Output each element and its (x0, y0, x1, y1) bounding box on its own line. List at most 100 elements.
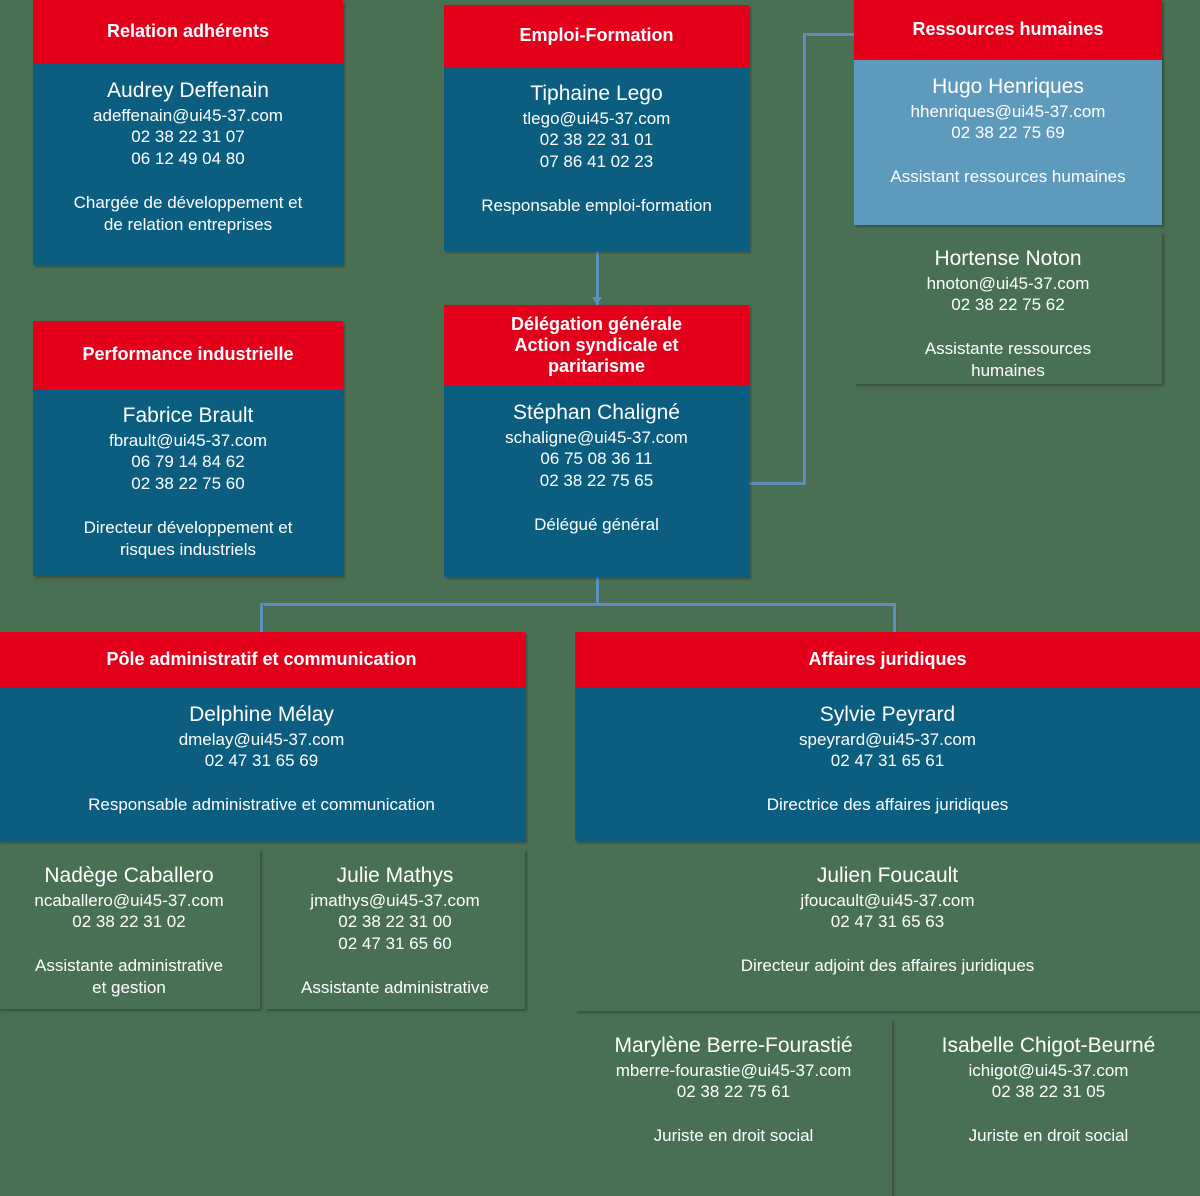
person-phone-1: 02 38 22 31 05 (991, 1082, 1106, 1102)
header-title-line-1: Délégation générale (510, 313, 683, 334)
card-delegation-generale[interactable]: Délégation générale Action syndicale et … (444, 305, 749, 577)
person-name: Julie Mathys (336, 864, 454, 887)
connector-arrow-delegation (592, 297, 602, 305)
person-phone-1: 02 47 31 65 61 (830, 751, 945, 771)
card-header-relation-adherents: Relation adhérents (33, 0, 343, 64)
card-nadege-caballero[interactable]: Nadège Caballero ncaballero@ui45-37.com … (0, 849, 260, 1009)
person-phone-1: 02 47 31 65 63 (830, 912, 945, 932)
person-role-line-1: Assistante administrative (300, 977, 490, 997)
person-role-line-1: Assistante administrative (34, 956, 224, 976)
person-role-line-1: Responsable administrative et communicat… (88, 795, 435, 815)
person-name: Stéphan Chaligné (513, 401, 680, 424)
person-phone-1: 02 38 22 75 69 (951, 123, 1065, 143)
connector-bottom-right-drop (893, 603, 896, 633)
person-role-line-1: Délégué général (534, 514, 659, 534)
card-marylene-berre-fourastie[interactable]: Marylène Berre-Fourastié mberre-fourasti… (575, 1019, 892, 1196)
person-phone-1: 02 47 31 65 69 (204, 751, 319, 771)
person-phone-2: 02 47 31 65 60 (338, 934, 452, 954)
card-pole-administratif[interactable]: Pôle administratif et communication Delp… (0, 632, 525, 841)
person-name: Nadège Caballero (44, 864, 214, 887)
header-title: Affaires juridiques (808, 649, 967, 670)
person-phone-1: 06 75 08 36 11 (540, 449, 653, 469)
person-role-line-1: Directeur développement et (83, 517, 293, 537)
person-phone-1: 02 38 22 31 02 (72, 912, 186, 932)
card-header-affaires-juridiques: Affaires juridiques (575, 632, 1200, 688)
person-email: ncaballero@ui45-37.com (34, 890, 224, 910)
connector-bottom-bus (260, 603, 896, 606)
card-affaires-juridiques[interactable]: Affaires juridiques Sylvie Peyrard speyr… (575, 632, 1200, 841)
person-email: speyrard@ui45-37.com (799, 729, 976, 749)
person-phone-1: 06 79 14 84 62 (131, 452, 245, 472)
person-name: Tiphaine Lego (530, 82, 663, 105)
header-title-line-2: Action syndicale et (514, 334, 679, 355)
person-role-line-1: Assistant ressources humaines (890, 167, 1126, 187)
person-role-line-1: Juriste en droit social (968, 1126, 1129, 1146)
card-body-delegation-generale: Stéphan Chaligné schaligne@ui45-37.com 0… (444, 386, 749, 577)
connector-rh-top-horizontal (803, 33, 859, 36)
person-role-line-1: Chargée de développement et (73, 192, 303, 212)
person-name: Marylène Berre-Fourastié (614, 1034, 853, 1057)
card-julien-foucault[interactable]: Julien Foucault jfoucault@ui45-37.com 02… (575, 849, 1200, 1011)
person-phone-2: 02 38 22 75 65 (539, 471, 654, 491)
connector-bottom-left-drop (260, 603, 263, 633)
person-phone-2: 07 86 41 02 23 (539, 152, 654, 172)
person-role-line-1: Juriste en droit social (653, 1126, 814, 1146)
person-name: Hortense Noton (934, 247, 1082, 270)
person-role-line-1: Directeur adjoint des affaires juridique… (740, 956, 1035, 976)
person-name: Sylvie Peyrard (819, 703, 956, 726)
card-body-pole-administratif: Delphine Mélay dmelay@ui45-37.com 02 47 … (0, 688, 525, 841)
person-phone-2: 06 12 49 04 80 (131, 149, 245, 169)
person-phone-1: 02 38 22 75 62 (951, 295, 1065, 315)
person-name: Audrey Deffenain (107, 79, 269, 102)
card-ressources-humaines[interactable]: Ressources humaines Hugo Henriques hhenr… (854, 0, 1162, 225)
person-email: tlego@ui45-37.com (522, 108, 671, 128)
person-role-line-1: Responsable emploi-formation (481, 195, 712, 215)
person-name: Isabelle Chigot-Beurné (941, 1034, 1156, 1057)
person-email: hnoton@ui45-37.com (926, 273, 1090, 293)
header-title: Relation adhérents (106, 21, 270, 42)
card-header-pole-administratif: Pôle administratif et communication (0, 632, 525, 688)
person-role-line-2: humaines (971, 360, 1045, 380)
person-name: Delphine Mélay (189, 703, 334, 726)
card-julie-mathys[interactable]: Julie Mathys jmathys@ui45-37.com 02 38 2… (265, 849, 525, 1009)
header-title: Ressources humaines (912, 19, 1104, 40)
person-phone-1: 02 38 22 31 01 (539, 130, 654, 150)
header-title: Pôle administratif et communication (106, 649, 417, 670)
card-header-performance-industrielle: Performance industrielle (33, 321, 343, 389)
person-email: dmelay@ui45-37.com (178, 729, 345, 749)
card-body-performance-industrielle: Fabrice Brault fbrault@ui45-37.com 06 79… (33, 389, 343, 576)
connector-rh-bottom-horizontal (748, 482, 806, 485)
person-email: fbrault@ui45-37.com (108, 430, 268, 450)
person-email: ichigot@ui45-37.com (968, 1060, 1129, 1080)
person-email: hhenriques@ui45-37.com (910, 101, 1106, 121)
person-role-line-2: et gestion (92, 977, 166, 997)
card-header-delegation-generale: Délégation générale Action syndicale et … (444, 305, 749, 386)
header-title-line-3: paritarisme (547, 356, 646, 377)
person-role-line-1: Assistante ressources (924, 339, 1092, 359)
header-title: Performance industrielle (82, 344, 294, 365)
card-relation-adherents[interactable]: Relation adhérents Audrey Deffenain adef… (33, 0, 343, 265)
person-email: jfoucault@ui45-37.com (800, 890, 975, 910)
person-role-line-2: risques industriels (119, 539, 257, 559)
person-phone-2: 02 38 22 75 60 (131, 474, 245, 494)
card-header-emploi-formation: Emploi-Formation (444, 5, 749, 67)
person-email: mberre-fourastie@ui45-37.com (615, 1060, 852, 1080)
card-body-affaires-juridiques: Sylvie Peyrard speyrard@ui45-37.com 02 4… (575, 688, 1200, 841)
person-email: adeffenain@ui45-37.com (93, 105, 283, 125)
person-phone-1: 02 38 22 31 07 (131, 127, 245, 147)
card-body-ressources-humaines: Hugo Henriques hhenriques@ui45-37.com 02… (854, 60, 1162, 225)
card-body-emploi-formation: Tiphaine Lego tlego@ui45-37.com 02 38 22… (444, 67, 749, 251)
card-performance-industrielle[interactable]: Performance industrielle Fabrice Brault … (33, 321, 343, 576)
person-phone-1: 02 38 22 75 61 (676, 1082, 791, 1102)
card-header-ressources-humaines: Ressources humaines (854, 0, 1162, 60)
person-role-line-2: de relation entreprises (103, 214, 273, 234)
card-hortense-noton[interactable]: Hortense Noton hnoton@ui45-37.com 02 38 … (854, 232, 1162, 384)
person-phone-1: 02 38 22 31 00 (338, 912, 452, 932)
person-name: Fabrice Brault (122, 404, 254, 427)
header-title: Emploi-Formation (519, 25, 674, 46)
connector-emploi-to-delegation (596, 250, 599, 306)
card-isabelle-chigot-beurne[interactable]: Isabelle Chigot-Beurné ichigot@ui45-37.c… (897, 1019, 1200, 1196)
person-name: Julien Foucault (816, 864, 959, 887)
card-emploi-formation[interactable]: Emploi-Formation Tiphaine Lego tlego@ui4… (444, 5, 749, 251)
